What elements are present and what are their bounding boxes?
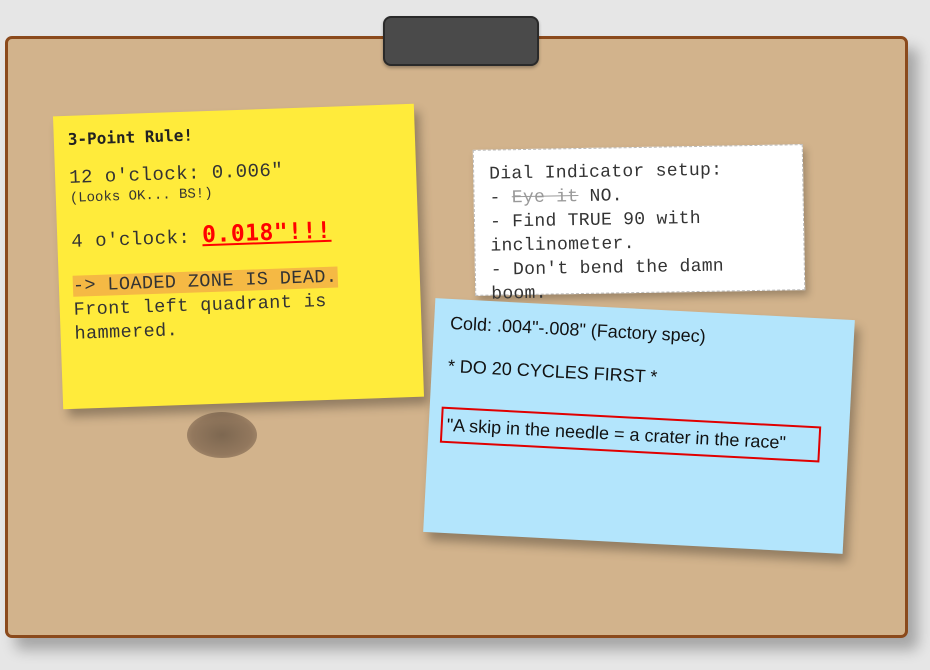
no-text: NO. <box>578 186 624 208</box>
note-title: 3-Point Rule! <box>67 125 194 149</box>
struck-text: Eye it <box>511 187 579 209</box>
yellow-sticky-note[interactable]: 3-Point Rule! 12 o'clock: 0.006" (Looks … <box>52 103 425 410</box>
coffee-stain <box>187 412 257 458</box>
quadrant-text: Front left quadrant is hammered. <box>73 290 328 345</box>
four-oclock-value: 0.018"!!! <box>201 217 332 249</box>
board-clip <box>383 16 539 66</box>
blue-note[interactable]: Cold: .004"-.008" (Factory spec) * DO 20… <box>423 298 855 554</box>
setup-boom-line: - Don't bend the damn boom. <box>490 256 725 305</box>
setup-inclinometer-line: - Find TRUE 90 with inclinometer. <box>489 208 702 257</box>
quote-box: "A skip in the needle = a crater in the … <box>439 406 822 463</box>
dash-prefix: - <box>489 188 512 209</box>
four-oclock-reading: 4 o'clock: 0.018"!!! <box>71 215 405 253</box>
cycles-instruction: * DO 20 CYCLES FIRST * <box>447 355 658 387</box>
white-note[interactable]: Dial Indicator setup: - Eye it NO. - Fin… <box>472 144 806 305</box>
loaded-zone-text: -> LOADED ZONE IS DEAD. Front left quadr… <box>72 263 408 347</box>
four-oclock-label: 4 o'clock: <box>71 226 203 253</box>
factory-spec: Cold: .004"-.008" (Factory spec) <box>449 312 707 347</box>
